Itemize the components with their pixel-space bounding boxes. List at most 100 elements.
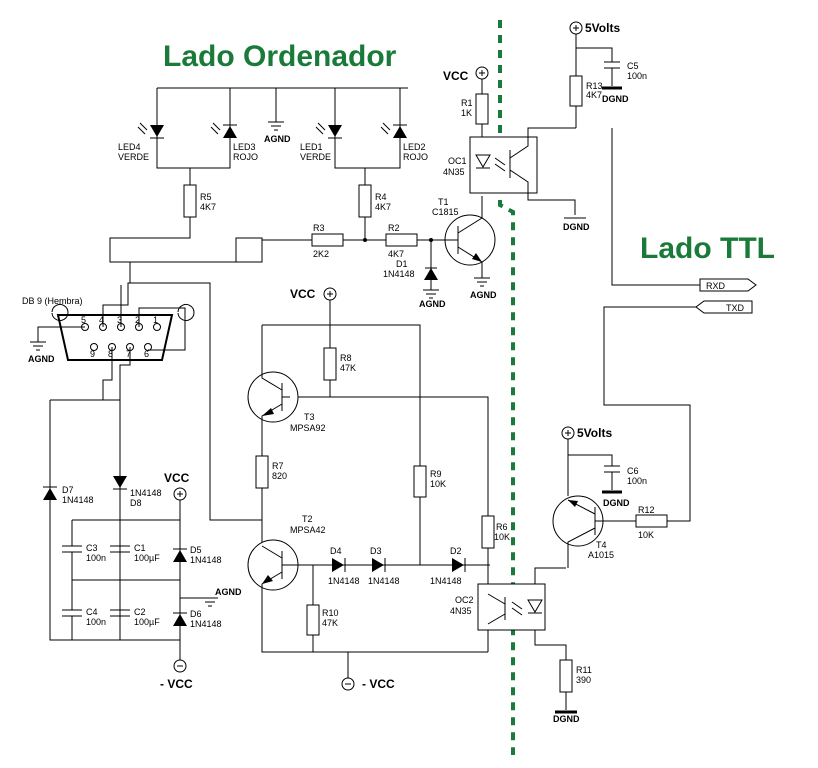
five-volts-lower: 5Volts (577, 426, 612, 440)
t1-val: C1815 (432, 207, 459, 217)
minus-vcc-left: - VCC (160, 677, 193, 691)
r4-val: 4K7 (375, 202, 391, 212)
r3-val: 2K2 (313, 249, 329, 259)
pin-2: 2 (135, 315, 140, 325)
c1-val: 100µF (134, 553, 160, 563)
r7-ref: R7 (272, 461, 284, 471)
optocoupler-oc1 (469, 136, 538, 194)
resistor-r3 (311, 233, 344, 247)
d1-val: 1N4148 (383, 269, 415, 279)
optocoupler-oc2 (477, 583, 546, 631)
c5-ref: C5 (627, 61, 639, 71)
txd-label: TXD (726, 303, 745, 313)
d6-val: 1N4148 (190, 619, 222, 629)
oc2-val: 4N35 (450, 606, 472, 616)
r9-ref: R9 (430, 469, 442, 479)
c3-val: 100n (86, 553, 106, 563)
d5-ref: D5 (190, 545, 202, 555)
oc2-ref: OC2 (455, 595, 474, 605)
c2-val: 100µF (134, 617, 160, 627)
dgnd-r11: DGND (553, 714, 580, 724)
r4-ref: R4 (375, 192, 387, 202)
c6-val: 100n (627, 476, 647, 486)
dgnd-c5: DGND (602, 94, 629, 104)
led3-ref: LED3 (233, 142, 256, 152)
t3-val: MPSA92 (290, 423, 326, 433)
d8-val: 1N4148 (130, 488, 162, 498)
agnd-left: AGND (215, 587, 242, 597)
rxd-port (699, 278, 757, 292)
pin-1: 1 (153, 315, 158, 325)
d2-val: 1N4148 (430, 576, 462, 586)
t2-ref: T2 (302, 514, 313, 524)
vcc-label-top: VCC (443, 69, 469, 83)
pin-6: 6 (144, 349, 149, 359)
t2-val: MPSA42 (290, 525, 326, 535)
dgnd-oc1: DGND (563, 222, 590, 232)
title-computer-side: Lado Ordenador (163, 40, 397, 73)
r13-val: 4K7 (586, 90, 602, 100)
r3-ref: R3 (313, 223, 325, 233)
c3-ref: C3 (86, 543, 98, 553)
resistor-r13 (569, 75, 583, 107)
led2-color: ROJO (403, 152, 428, 162)
resistor-r10 (306, 604, 320, 636)
resistor-r12 (635, 514, 668, 528)
five-volts-top: 5Volts (585, 21, 620, 35)
dgnd-c6: DGND (603, 498, 630, 508)
agnd-t1: AGND (470, 290, 497, 300)
resistor-r6 (481, 515, 495, 549)
resistor-r2 (385, 233, 418, 247)
d1-ref: D1 (396, 259, 408, 269)
r11-ref: R11 (576, 665, 592, 675)
c4-val: 100n (86, 617, 106, 627)
d3-ref: D3 (370, 546, 382, 556)
led-group: AGND (137, 87, 408, 185)
r5-val: 4K7 (200, 202, 216, 212)
pin-9: 9 (90, 349, 95, 359)
r9-val: 10K (430, 479, 446, 489)
agnd-db9: AGND (28, 354, 55, 364)
t4-val: A1015 (588, 550, 614, 560)
led3-color: ROJO (233, 152, 258, 162)
c6-ref: C6 (627, 466, 639, 476)
agnd-label: AGND (264, 134, 291, 144)
r12-val: 10K (638, 530, 654, 540)
t1-ref: T1 (438, 197, 449, 207)
d7-ref: D7 (62, 485, 74, 495)
d4-ref: D4 (330, 546, 342, 556)
oc1-val: 4N35 (443, 167, 465, 177)
r2-ref: R2 (388, 223, 400, 233)
c4-ref: C4 (86, 607, 98, 617)
pin-4: 4 (99, 315, 104, 325)
title-ttl-side: Lado TTL (640, 232, 775, 265)
r6-val: 10K (494, 532, 510, 542)
r6-ref: R6 (496, 522, 508, 532)
transistor-t3 (247, 371, 299, 423)
d8-ref: D8 (130, 498, 142, 508)
pin-5: 5 (81, 315, 86, 325)
c2-ref: C2 (134, 607, 146, 617)
pin-8: 8 (108, 349, 113, 359)
c1-ref: C1 (134, 543, 146, 553)
r12-ref: R12 (638, 505, 655, 515)
r10-ref: R10 (322, 608, 339, 618)
led4-ref: LED4 (118, 142, 141, 152)
r5-ref: R5 (200, 192, 212, 202)
vcc-label-center: VCC (290, 287, 316, 301)
d4-val: 1N4148 (328, 576, 360, 586)
resistor-r5 (183, 184, 197, 218)
t3-ref: T3 (304, 412, 315, 422)
resistor-r9 (413, 465, 427, 498)
led2-ref: LED2 (403, 142, 426, 152)
r8-val: 47K (340, 363, 356, 373)
pin-3: 3 (117, 315, 122, 325)
t4-ref: T4 (596, 540, 607, 550)
resistor-r7 (255, 455, 269, 489)
minus-vcc-center: - VCC (362, 677, 395, 691)
d2-ref: D2 (450, 546, 462, 556)
d3-val: 1N4148 (368, 576, 400, 586)
led4-color: VERDE (118, 152, 149, 162)
vcc-label-left: VCC (164, 471, 190, 485)
